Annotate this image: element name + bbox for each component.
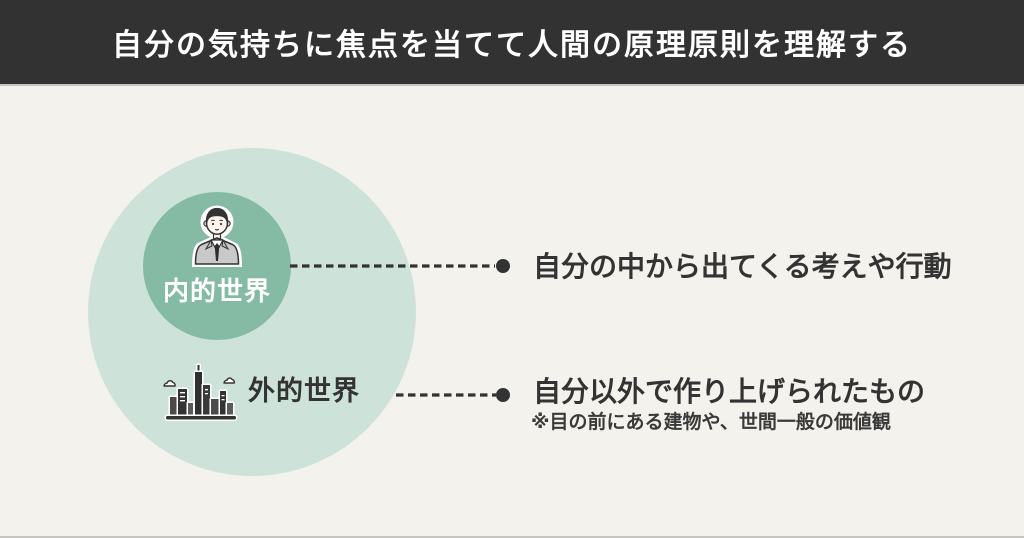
businessman-icon — [190, 205, 244, 276]
city-skyline-icon — [161, 360, 241, 424]
dashed-connector-inner — [290, 257, 512, 280]
inner-world-circle: 内的世界 — [143, 192, 291, 340]
inner-world-label: 内的世界 — [162, 276, 271, 306]
outer-world-note: ※目の前にある建物や、世間一般の価値観 — [531, 412, 891, 433]
outer-world-description: 自分以外で作り上げられたもの — [533, 376, 926, 407]
bottom-divider — [0, 536, 1024, 538]
inner-world-description: 自分の中から出てくる考えや行動 — [533, 251, 952, 282]
header-bar: 自分の気持ちに焦点を当てて人間の原理原則を理解する — [0, 0, 1024, 86]
dashed-connector-outer — [396, 386, 512, 409]
outer-world-label: 外的世界 — [248, 376, 360, 406]
page-title: 自分の気持ちに焦点を当てて人間の原理原則を理解する — [112, 29, 912, 62]
